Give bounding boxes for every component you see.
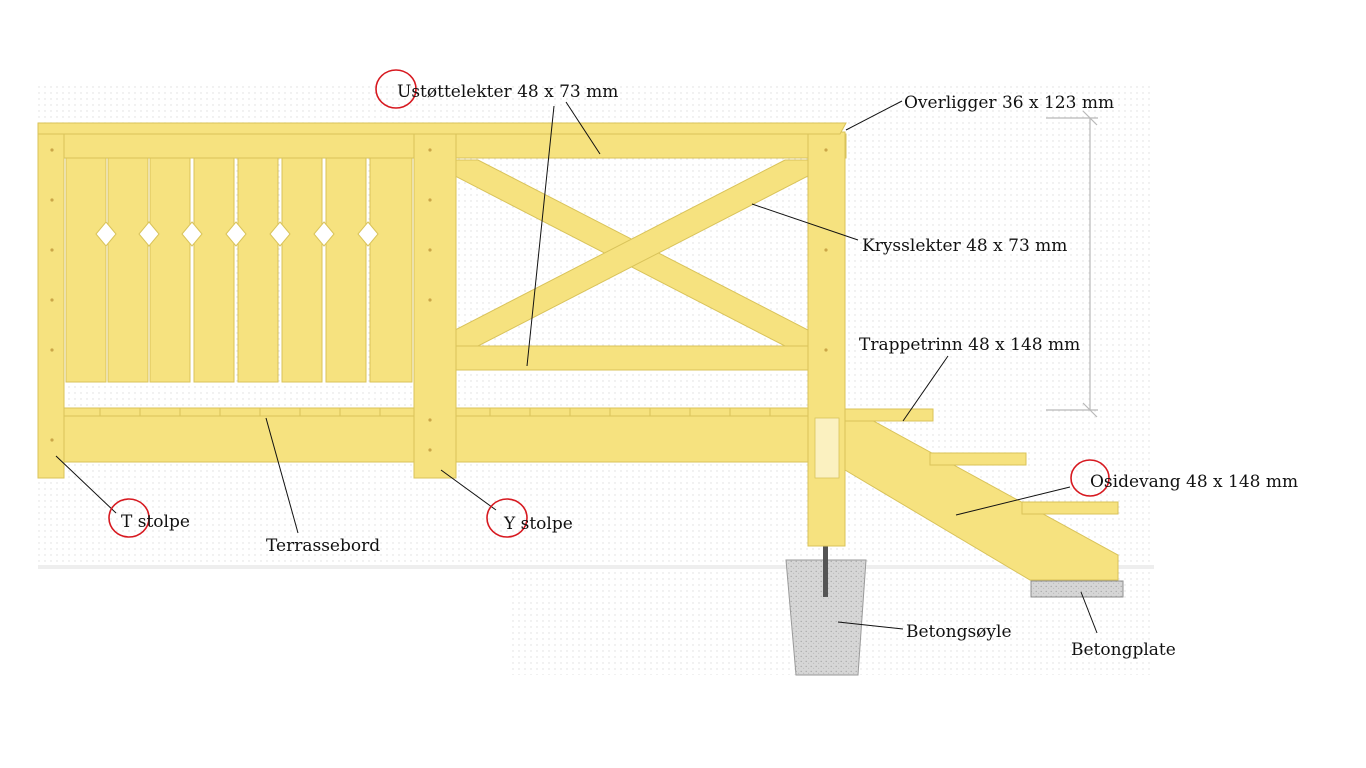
slat <box>149 137 191 383</box>
leader-y-stolpe <box>440 469 497 511</box>
slat <box>369 137 413 383</box>
label-trappetrinn: Trappetrinn 48 x 148 mm <box>859 335 1080 355</box>
label-betongsoyle: Betongsøyle <box>906 622 1012 642</box>
post-lighter-zone <box>814 417 840 479</box>
mark-circle-y <box>486 498 528 538</box>
wood-structure <box>37 122 1119 581</box>
deck-board-joints <box>99 408 771 416</box>
red-markers <box>108 69 1110 538</box>
leader-terrassebord <box>265 417 299 534</box>
mark-circle-u <box>375 69 417 109</box>
nail-dots <box>50 148 828 452</box>
label-krysslekter: Krysslekter 48 x 73 mm <box>862 236 1067 256</box>
stair-tread-1 <box>844 408 934 422</box>
leader-betongsoyle <box>837 621 904 630</box>
slat <box>281 137 323 383</box>
t-post <box>37 131 65 479</box>
slat <box>325 137 367 383</box>
leader-ustottelekter-top <box>565 101 601 155</box>
slat <box>193 137 235 383</box>
leader-trappetrinn <box>902 355 949 422</box>
label-t-stolpe: T stolpe <box>121 512 190 532</box>
label-betongplate: Betongplate <box>1071 640 1176 660</box>
leader-lines <box>55 100 1098 634</box>
leader-ustottelekter-down <box>526 105 555 367</box>
labels: Ustøttelekter 48 x 73 mm Overligger 36 x… <box>121 82 1298 660</box>
railing-slats <box>65 137 413 383</box>
stair-tread-2 <box>929 452 1027 466</box>
leader-overligger <box>845 100 903 131</box>
steel-anchor <box>823 545 828 597</box>
slat <box>237 137 279 383</box>
leader-betongplate <box>1080 591 1098 634</box>
leader-t-stolpe <box>55 455 117 514</box>
concrete-plate <box>1030 580 1124 598</box>
mark-circle-t <box>108 498 150 538</box>
mark-circle-o <box>1070 459 1110 497</box>
stair-tread-3 <box>1021 501 1119 515</box>
dimension-line <box>1046 110 1098 418</box>
top-cap <box>37 122 847 135</box>
label-overligger: Overligger 36 x 123 mm <box>904 93 1114 113</box>
corner-post <box>807 131 846 547</box>
slat <box>65 137 107 383</box>
y-post <box>413 131 457 479</box>
leader-krysslekter <box>751 203 859 241</box>
label-sidevang: Osidevang 48 x 148 mm <box>1090 472 1298 492</box>
label-terrassebord: Terrassebord <box>266 536 380 556</box>
concrete-column <box>785 559 867 676</box>
diamond-cutouts <box>95 221 379 247</box>
label-ustottelekter: Ustøttelekter 48 x 73 mm <box>397 82 618 102</box>
leader-sidevang <box>955 486 1071 516</box>
slat <box>107 137 149 383</box>
support-batten <box>454 345 809 371</box>
ground-strip <box>38 565 1154 569</box>
label-y-stolpe: Y stolpe <box>503 514 573 534</box>
